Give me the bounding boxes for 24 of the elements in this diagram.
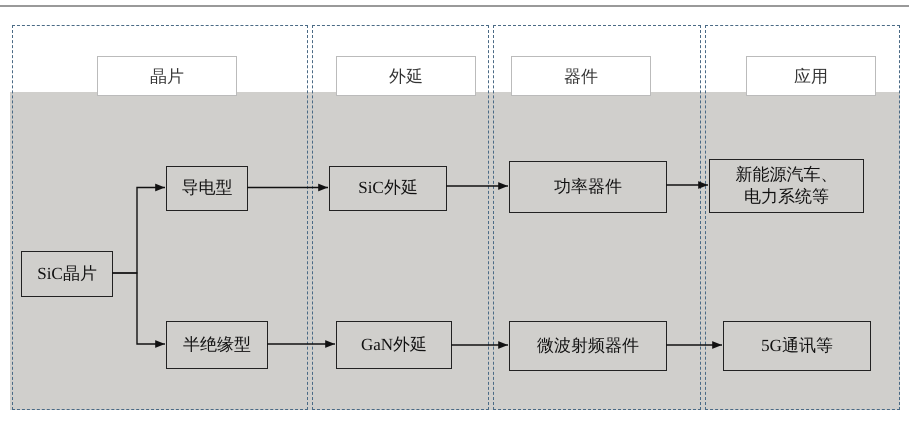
process-box: 半绝缘型 — [166, 321, 268, 369]
arrow — [666, 181, 708, 189]
process-box: SiC外延 — [329, 166, 447, 211]
column-frame — [493, 25, 701, 410]
column-header: 外延 — [336, 56, 476, 96]
process-box: 5G通讯等 — [723, 321, 871, 371]
process-box: 导电型 — [166, 166, 248, 211]
arrow — [112, 272, 165, 348]
process-box: 新能源汽车、电力系统等 — [709, 159, 864, 213]
arrow — [666, 341, 722, 349]
arrow — [247, 184, 328, 192]
column-frame — [705, 25, 900, 410]
arrow — [451, 341, 508, 349]
column-frame — [312, 25, 489, 410]
column-frame — [12, 25, 308, 410]
arrow — [267, 340, 335, 348]
column-header: 器件 — [511, 56, 651, 96]
process-box: GaN外延 — [336, 321, 452, 369]
column-header: 应用 — [746, 56, 876, 96]
process-box: 功率器件 — [509, 161, 667, 213]
arrow — [446, 182, 508, 190]
process-box: SiC晶片 — [21, 251, 113, 297]
process-box: 微波射频器件 — [509, 321, 667, 371]
column-header: 晶片 — [97, 56, 237, 96]
